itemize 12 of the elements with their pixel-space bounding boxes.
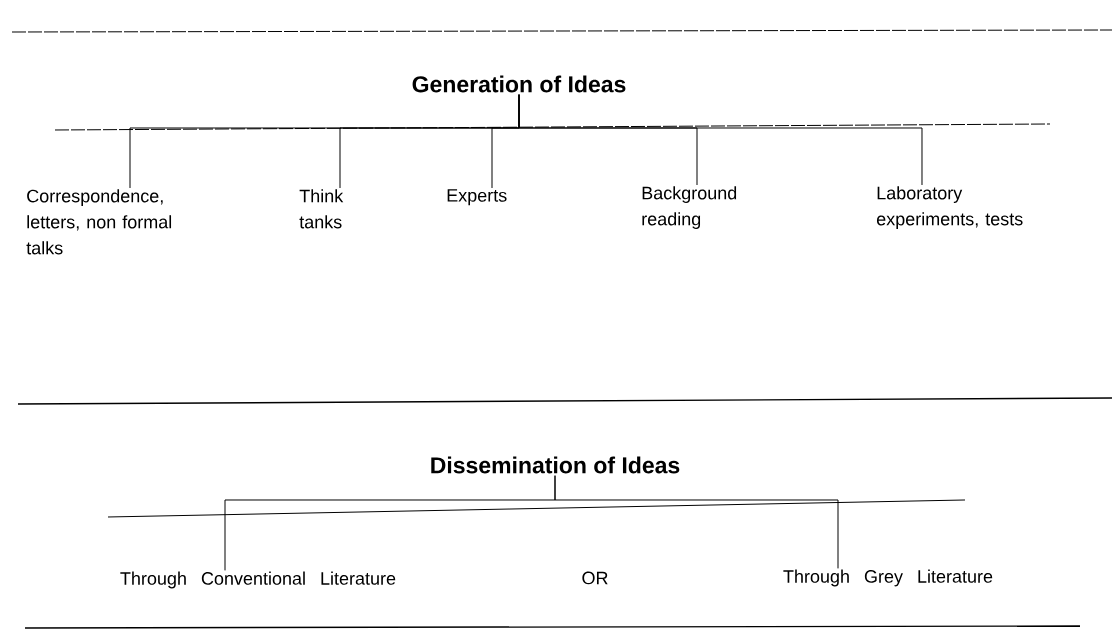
item-text: Think tanks [299, 189, 344, 229]
heading: Generation of Ideas [412, 75, 626, 93]
connector-line [554, 475, 839, 569]
heading: Dissemination of Ideas [431, 456, 680, 474]
item-text: Laboratory experiments, tests [876, 186, 1023, 229]
item-text: Background reading [642, 186, 737, 229]
item-text: Correspondence, letters, non formal talks [26, 189, 172, 255]
item-text: Through Grey Literature [783, 569, 993, 587]
item-text: Through Conventional Literature [120, 571, 396, 589]
connector-line [518, 94, 923, 186]
label-text: OR [582, 571, 608, 585]
item-text: Experts [447, 189, 507, 206]
